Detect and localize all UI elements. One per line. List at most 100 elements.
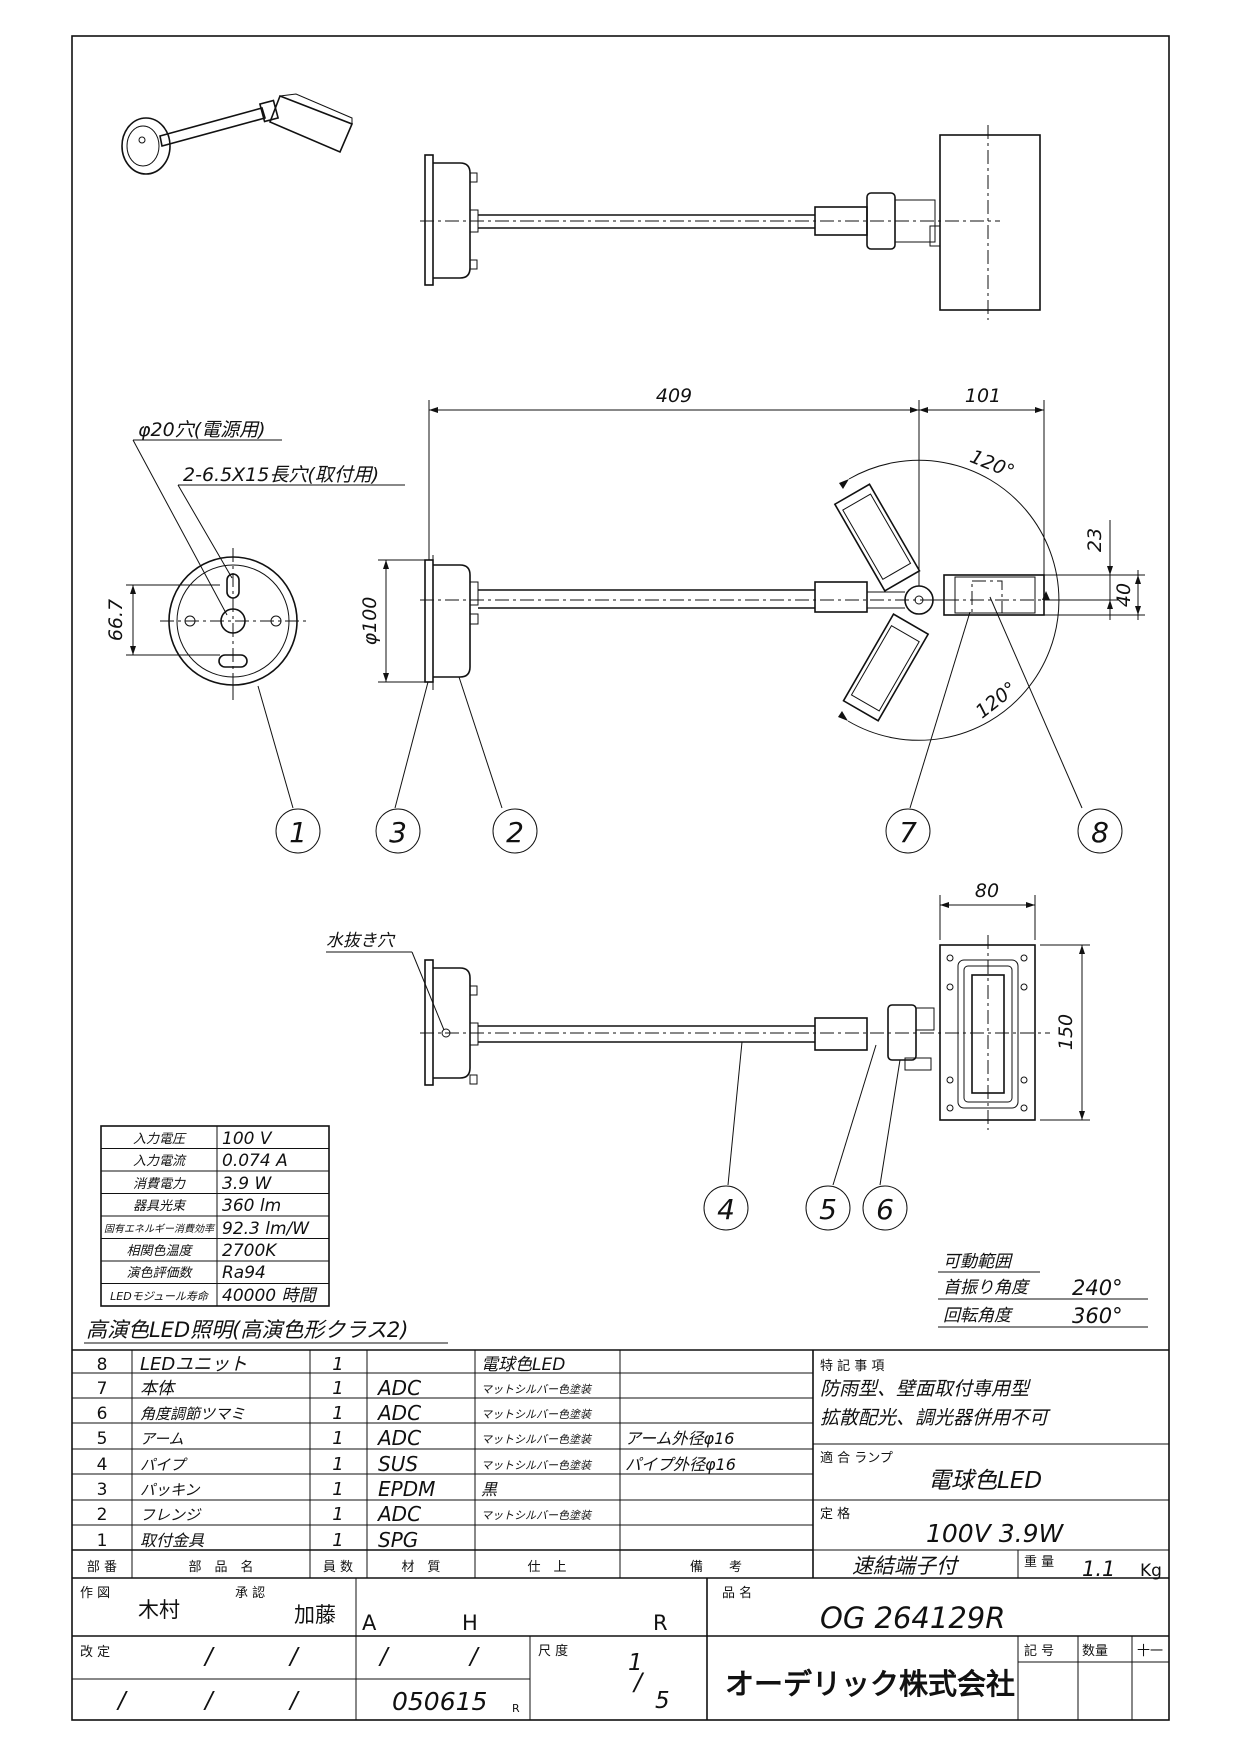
spec-value: 360 lm <box>222 1196 281 1216</box>
top-view <box>420 125 1041 320</box>
spec-label: 固有エネルギー消費効率 <box>104 1223 216 1235</box>
part-name: アーム <box>140 1430 184 1448</box>
spec-label: 相関色温度 <box>126 1244 193 1259</box>
part-no: 8 <box>97 1355 108 1375</box>
spec-value: 2700K <box>222 1241 278 1261</box>
part-no: 1 <box>97 1531 108 1551</box>
part-finish: マットシルバー色塗装 <box>481 1408 593 1421</box>
part-qty: 1 <box>332 1428 343 1449</box>
part-finish: マットシルバー色塗装 <box>481 1459 593 1472</box>
part-no: 2 <box>97 1505 108 1525</box>
part-remarks: パイプ外径φ16 <box>625 1455 736 1474</box>
angle-upper: 120° <box>967 446 1018 484</box>
part-name: 取付金具 <box>140 1531 205 1550</box>
balloon-group: 1 3 2 7 8 4 5 6 <box>275 808 1123 1231</box>
dim-40: 40 <box>1113 583 1135 607</box>
part-finish: マットシルバー色塗装 <box>481 1509 593 1522</box>
lamp-value: 電球色LED <box>928 1468 1042 1494</box>
dim-66-7: 66.7 <box>105 599 127 641</box>
dim-phi100: φ100 <box>359 597 381 646</box>
spec-label: 入力電圧 <box>133 1132 187 1147</box>
rev-r: R <box>653 1611 668 1635</box>
symbol-label: 記 号 <box>1024 1643 1054 1659</box>
hole-power-label: φ20穴(電源用) <box>138 419 266 441</box>
rating-value: 100V 3.9W <box>926 1519 1065 1548</box>
revision-label: 改 定 <box>80 1645 110 1660</box>
part-qty: 1 <box>332 1479 343 1500</box>
part-name: 角度調節ツマミ <box>140 1405 245 1423</box>
header-part-name: 部 品 名 <box>188 1559 253 1575</box>
part-qty: 1 <box>332 1378 343 1399</box>
scale-label: 尺 度 <box>538 1643 568 1659</box>
dim-150: 150 <box>1055 1014 1077 1050</box>
revision-date: 050615 <box>392 1687 487 1716</box>
part-remarks: アーム外径φ16 <box>625 1429 734 1448</box>
part-material: EPDM <box>378 1477 435 1501</box>
spec-label: 消費電力 <box>133 1177 186 1192</box>
swing-angle-label: 首振り角度 <box>943 1278 1031 1298</box>
drain-hole-label: 水抜き穴 <box>326 931 396 951</box>
balloon-3: 3 <box>389 816 407 849</box>
scale-denominator: 5 <box>655 1688 670 1714</box>
rev-h: H <box>462 1611 478 1635</box>
approved-label: 承 認 <box>235 1585 265 1601</box>
header-material: 材 質 <box>401 1560 440 1575</box>
title-block: 作 図 木村 承 認 加藤 A H R 品 名 OG 264129R 改 定 /… <box>72 1578 1169 1720</box>
rev-slash: / <box>378 1644 390 1670</box>
rev-a: A <box>362 1611 377 1635</box>
scale-numerator: 1 <box>628 1650 643 1676</box>
movable-range-title: 可動範囲 <box>943 1252 1013 1272</box>
part-material: ADC <box>376 1401 421 1425</box>
balloon-8: 8 <box>1091 816 1109 849</box>
part-material: SUS <box>378 1452 418 1476</box>
dim-101: 101 <box>965 385 1001 407</box>
special-note-1: 防雨型、壁面取付専用型 <box>820 1378 1031 1400</box>
rev-slash: / <box>288 1688 300 1714</box>
weight-label: 重 量 <box>1024 1554 1054 1570</box>
drawn-by: 木村 <box>138 1598 180 1622</box>
spec-label: 器具光束 <box>133 1199 187 1214</box>
special-note-2: 拡散配光、調光器併用不可 <box>820 1407 1051 1429</box>
balloon-5: 5 <box>819 1193 837 1226</box>
header-part-no: 部 番 <box>87 1560 117 1575</box>
part-no: 7 <box>97 1379 108 1399</box>
part-name: パッキン <box>140 1481 201 1499</box>
balloon-2: 2 <box>506 816 524 849</box>
spec-value: Ra94 <box>222 1263 266 1283</box>
lamp-label: 適 合 ランプ <box>820 1450 893 1466</box>
company-name: オーデリック株式会社 <box>725 1667 1015 1701</box>
part-finish: マットシルバー色塗装 <box>481 1383 593 1396</box>
drawn-by-label: 作 図 <box>80 1586 110 1601</box>
rating-label: 定 格 <box>820 1506 850 1522</box>
part-name: パイプ <box>140 1456 188 1474</box>
rev-slash: / <box>203 1688 215 1714</box>
header-finish: 仕 上 <box>527 1560 566 1575</box>
spec-label: 入力電流 <box>133 1154 187 1169</box>
part-finish: マットシルバー色塗装 <box>481 1433 593 1446</box>
part-material: ADC <box>376 1376 421 1400</box>
rev-slash: / <box>203 1644 215 1670</box>
spec-value: 40000 時間 <box>222 1286 317 1306</box>
revision-date-suffix: R <box>512 1702 520 1715</box>
extra-label: 十一 <box>1137 1644 1163 1659</box>
approved-by: 加藤 <box>294 1603 336 1627</box>
dim-409: 409 <box>656 385 692 407</box>
product-name-label: 品 名 <box>722 1585 752 1601</box>
weight-unit: Kg <box>1140 1561 1162 1581</box>
part-qty: 1 <box>332 1454 343 1475</box>
part-qty: 1 <box>332 1403 343 1424</box>
scale-slash: / <box>632 1668 645 1696</box>
product-caption: 高演色LED照明(高演色形クラス2) <box>86 1318 408 1342</box>
balloon-6: 6 <box>876 1193 894 1226</box>
quantity-label: 数量 <box>1082 1644 1108 1659</box>
special-notes-label: 特 記 事 項 <box>820 1358 884 1374</box>
part-finish: 黒 <box>481 1480 498 1499</box>
part-material: ADC <box>376 1426 421 1450</box>
part-material: ADC <box>376 1502 421 1526</box>
notes-block: 特 記 事 項 防雨型、壁面取付専用型 拡散配光、調光器併用不可 適 合 ランプ… <box>813 1358 1169 1581</box>
part-no: 4 <box>97 1455 108 1475</box>
part-no: 5 <box>97 1429 108 1449</box>
parts-table: 8 LEDユニット 1 電球色LED 7 本体 1 ADC マットシルバー色塗装… <box>72 1349 1169 1579</box>
part-name: フレンジ <box>140 1506 202 1524</box>
